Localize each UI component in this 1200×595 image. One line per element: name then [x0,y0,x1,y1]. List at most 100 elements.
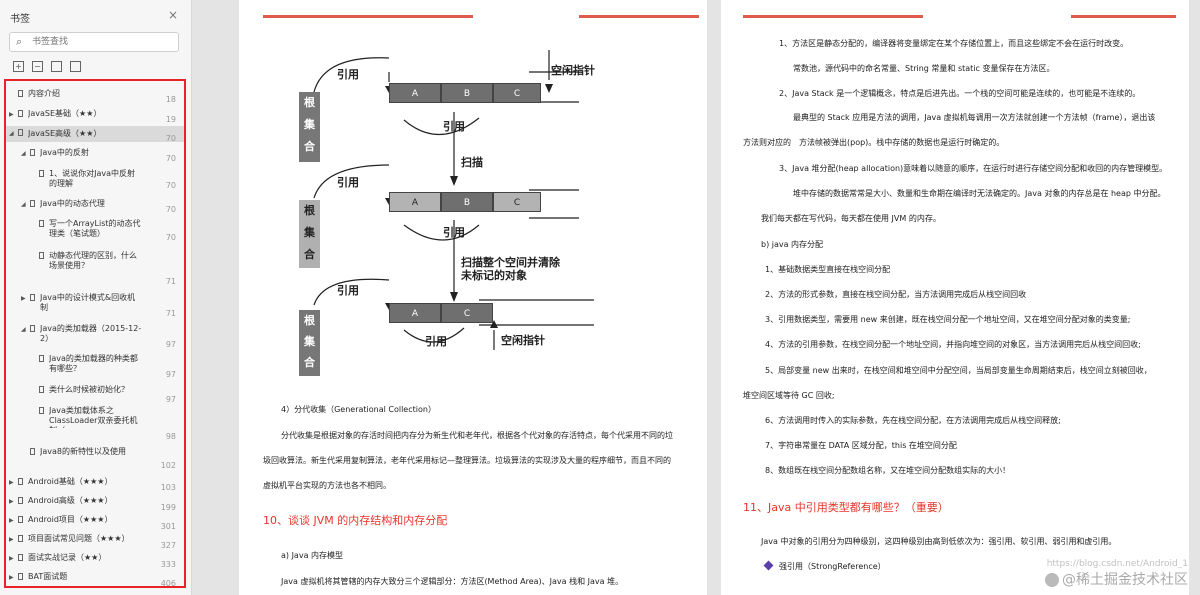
url-watermark: https://blog.csdn.net/Android_1 [1046,559,1188,569]
expand-icon[interactable]: ▶ [9,517,14,524]
expand-icon[interactable]: ▶ [21,295,26,302]
tree-item[interactable]: ◢ Java中的动态代理 70 [21,199,176,214]
header-rule [1071,15,1176,18]
bookmark-node-icon [18,554,23,561]
collapse-all-icon[interactable]: − [32,61,43,72]
tree-item[interactable]: 写一个ArrayList的动态代理类（笔试题） 70 [6,219,184,243]
free-pointer-label: 空闲指针 [551,64,595,77]
bookmark-panel: 书签 × ⌕ + − 内容介绍 18 ▶ JavaSE基础（★★） 19 ◢ J… [0,0,192,595]
paragraph: 6、方法调用时传入的实际参数，先在栈空间分配，在方法调用完成后从栈空间释放; [765,416,1061,425]
memory-cell: C [493,192,541,212]
paragraph: 圾回收算法。新生代采用复制算法，老年代采用标记—整理算法。垃圾算法的实现涉及大量… [263,456,671,465]
bookmark-node-icon [18,573,23,580]
paragraph: 1、方法区是静态分配的，编译器将变量绑定在某个存储位置上，而且这些绑定不会在运行… [779,39,1129,48]
tree-item[interactable]: ◢ Java中的反射 70 [21,148,176,163]
header-rule [743,15,923,18]
search-input[interactable] [32,35,172,49]
bookmark-node-icon [30,200,35,207]
paragraph: b) java 内存分配 [761,240,824,249]
collapse-icon[interactable]: ◢ [21,150,26,157]
paragraph: 堆中存储的数据常常是大小、数量和生命期在编译时无法确定的。Java 对象的内存总… [793,189,1166,198]
paragraph: Java 中对象的引用分为四种级别，这四种级别由高到低依次为：强引用、软引用、弱… [761,537,1117,546]
memory-cell: A [389,192,441,212]
free-pointer-label: 空闲指针 [501,334,545,347]
paragraph: 5、局部变量 new 出来时，在栈空间和堆空间中分配空间，当局部变量生命周期结束… [765,366,1152,375]
add-bookmark-icon[interactable] [51,61,62,72]
paragraph: 虚拟机平台实现的方法也各不相同。 [263,481,391,490]
tree-item[interactable]: ▶ 面试实战记录（★★） 333 [9,553,176,569]
expand-icon[interactable]: ▶ [9,111,14,118]
reference-label: 引用 [425,335,447,348]
tree-item[interactable]: ▶ Java中的设计模式&回收机制 71 [21,293,176,318]
tree-item[interactable]: ▶ Android高级（★★★） 199 [9,496,176,512]
bookmark-node-icon [18,516,23,523]
memory-cell: C [441,303,493,323]
tree-item[interactable]: 1、说说你对Java中反射的理解 70 [6,169,184,193]
tree-item[interactable]: ▶ 项目面试常见问题（★★★） 327 [9,534,176,550]
tree-item[interactable]: Java类加载体系之ClassLoader双亲委托机制（ 98 [6,406,184,442]
reference-label: 引用 [443,120,465,133]
tree-item[interactable]: Java8的新特性以及使用 102 [6,447,184,470]
bookmark-node-icon [30,149,35,156]
bookmark-node-icon [18,535,23,542]
scan-clear-label: 未标记的对象 [461,269,527,282]
paragraph: 7、字符串常量在 DATA 区域分配，this 在堆空间分配 [765,441,957,450]
paragraph: a) Java 内存模型 [281,551,344,560]
paragraph: 分代收集是根据对象的存活时间把内存分为新生代和老年代，根据各个代对象的存活特点，… [281,431,673,440]
section-heading: 11、Java 中引用类型都有哪些？（重要） [743,501,949,514]
tree-item[interactable]: ▶ Android基础（★★★） 103 [9,477,176,492]
collapse-icon[interactable]: ◢ [21,326,26,333]
tree-item-selected[interactable]: ◢ JavaSE高级（★★） 70 [6,126,184,143]
tree-item[interactable]: ▶ Android项目（★★★） 301 [9,515,176,531]
watermark: @稀土掘金技术社区 [1045,569,1188,589]
paragraph: 3、Java 堆分配(heap allocation)意味着以随意的顺序，在运行… [779,164,1168,173]
collapse-icon[interactable]: ◢ [9,130,14,137]
memory-cell: A [389,83,441,103]
bookmark-node-icon [30,325,35,332]
bookmark-node-icon [30,294,35,301]
expand-all-icon[interactable]: + [13,61,24,72]
bookmark-node-icon [18,478,23,485]
document-page-right: 1、方法区是静态分配的，编译器将变量绑定在某个存储位置上，而且这些绑定不会在运行… [721,0,1189,595]
tree-item[interactable]: 内容介绍 18 [6,89,184,104]
root-set-box: 根集合 [299,92,320,162]
tree-item[interactable]: ▶ JavaSE基础（★★） 19 [9,109,176,124]
expand-icon[interactable]: ▶ [9,536,14,543]
reference-label: 引用 [337,284,359,297]
expand-icon[interactable]: ▶ [9,479,14,486]
header-rule [263,15,473,18]
expand-icon[interactable]: ▶ [9,555,14,562]
search-icon: ⌕ [16,35,23,48]
collapse-icon[interactable]: ◢ [21,201,26,208]
bookmark-icon[interactable] [70,61,81,72]
paragraph: 强引用（StrongReference） [779,562,886,571]
tree-item[interactable]: ▶ BAT面试题 406 [9,572,176,588]
root-set-box: 根集合 [299,200,320,268]
expand-icon[interactable]: ▶ [9,498,14,505]
reference-label: 引用 [443,226,465,239]
tree-item[interactable]: 动静态代理的区别，什么场景使用？ 71 [6,251,184,286]
paragraph: 最典型的 Stack 应用是方法的调用，Java 虚拟机每调用一次方法就创建一个… [793,113,1156,122]
expand-icon[interactable]: ▶ [9,574,14,581]
paragraph: 3、引用数据类型，需要用 new 来创建，既在栈空间分配一个地址空间，又在堆空间… [765,315,1131,324]
paragraph: 8、数组既在栈空间分配数组名称，又在堆空间分配数组实际的大小！ [765,466,1011,475]
juejin-logo-icon [1045,573,1059,587]
memory-cell: C [493,83,541,103]
bullet-diamond-icon [763,560,774,571]
tree-item[interactable]: 类什么时候被初始化？ 97 [6,385,184,404]
bookmark-node-icon [30,448,35,455]
root-set-box: 根集合 [299,310,320,376]
paragraph: 堆空间区域等待 GC 回收; [743,391,835,400]
paragraph: 2、方法的形式参数，直接在栈空间分配，当方法调用完成后从栈空间回收 [765,290,1027,299]
bookmark-search[interactable]: ⌕ [9,32,179,52]
tree-item[interactable]: Java的类加载器的种类都有哪些？ 97 [6,354,184,379]
paragraph: Java 虚拟机将其管辖的内存大致分三个逻辑部分：方法区(Method Area… [281,577,624,586]
section-heading: 10、谈谈 JVM 的内存结构和内存分配 [263,514,448,527]
tree-item[interactable]: ◢ Java的类加载器（2015-12-2） 97 [21,324,176,349]
close-icon[interactable]: × [168,8,179,22]
paragraph: 方法则对应的 方法帧被弹出(pop)。栈中存储的数据也是运行时确定的。 [743,138,1005,147]
bookmark-node-icon [18,497,23,504]
bookmark-node-icon [39,355,44,362]
reference-label: 引用 [337,68,359,81]
paragraph: 4）分代收集（Generational Collection） [281,405,436,414]
